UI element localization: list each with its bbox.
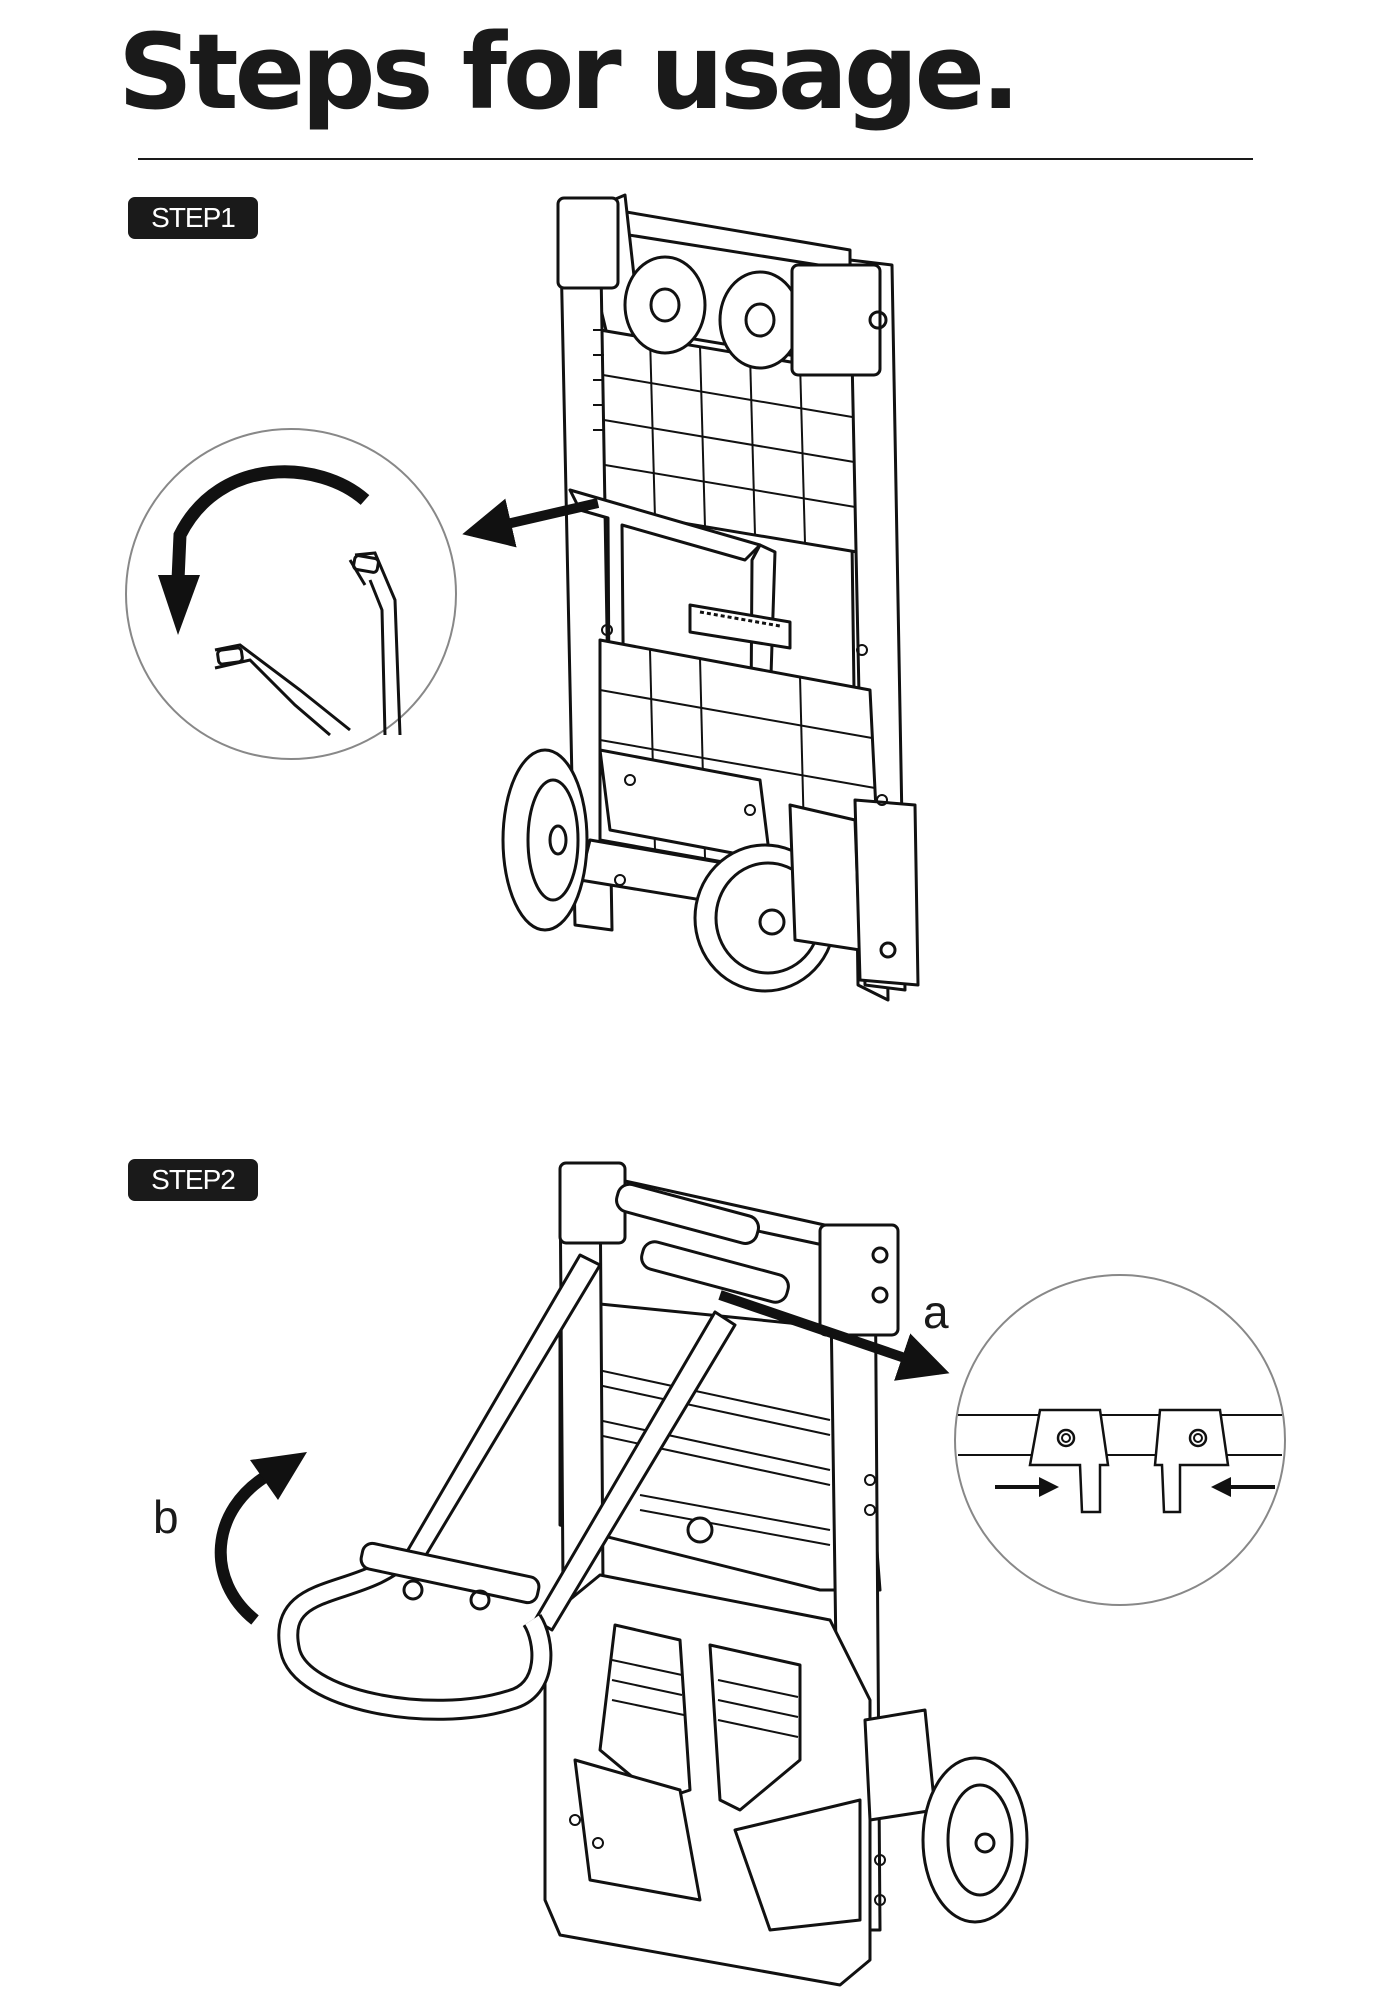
step2-unfolding-cart-illustration <box>277 1161 1029 1987</box>
step1-pull-arrow <box>462 498 600 548</box>
step1-badge: STEP1 <box>128 197 258 239</box>
step2-arrow-a <box>718 1290 950 1381</box>
step1-rotate-arrow <box>171 465 370 581</box>
step2-rotate-arrow-b <box>214 1469 272 1625</box>
callout-label-b: b <box>153 1491 179 1543</box>
callout-label-a: a <box>923 1286 949 1338</box>
step1-detail-magnifier <box>125 428 457 760</box>
step2-badge: STEP2 <box>128 1159 258 1201</box>
page-title: Steps for usage. <box>118 11 1021 133</box>
step2-detail-magnifier <box>954 1274 1286 1606</box>
step1-folded-cart-illustration <box>501 193 920 1002</box>
title-divider <box>138 158 1253 160</box>
